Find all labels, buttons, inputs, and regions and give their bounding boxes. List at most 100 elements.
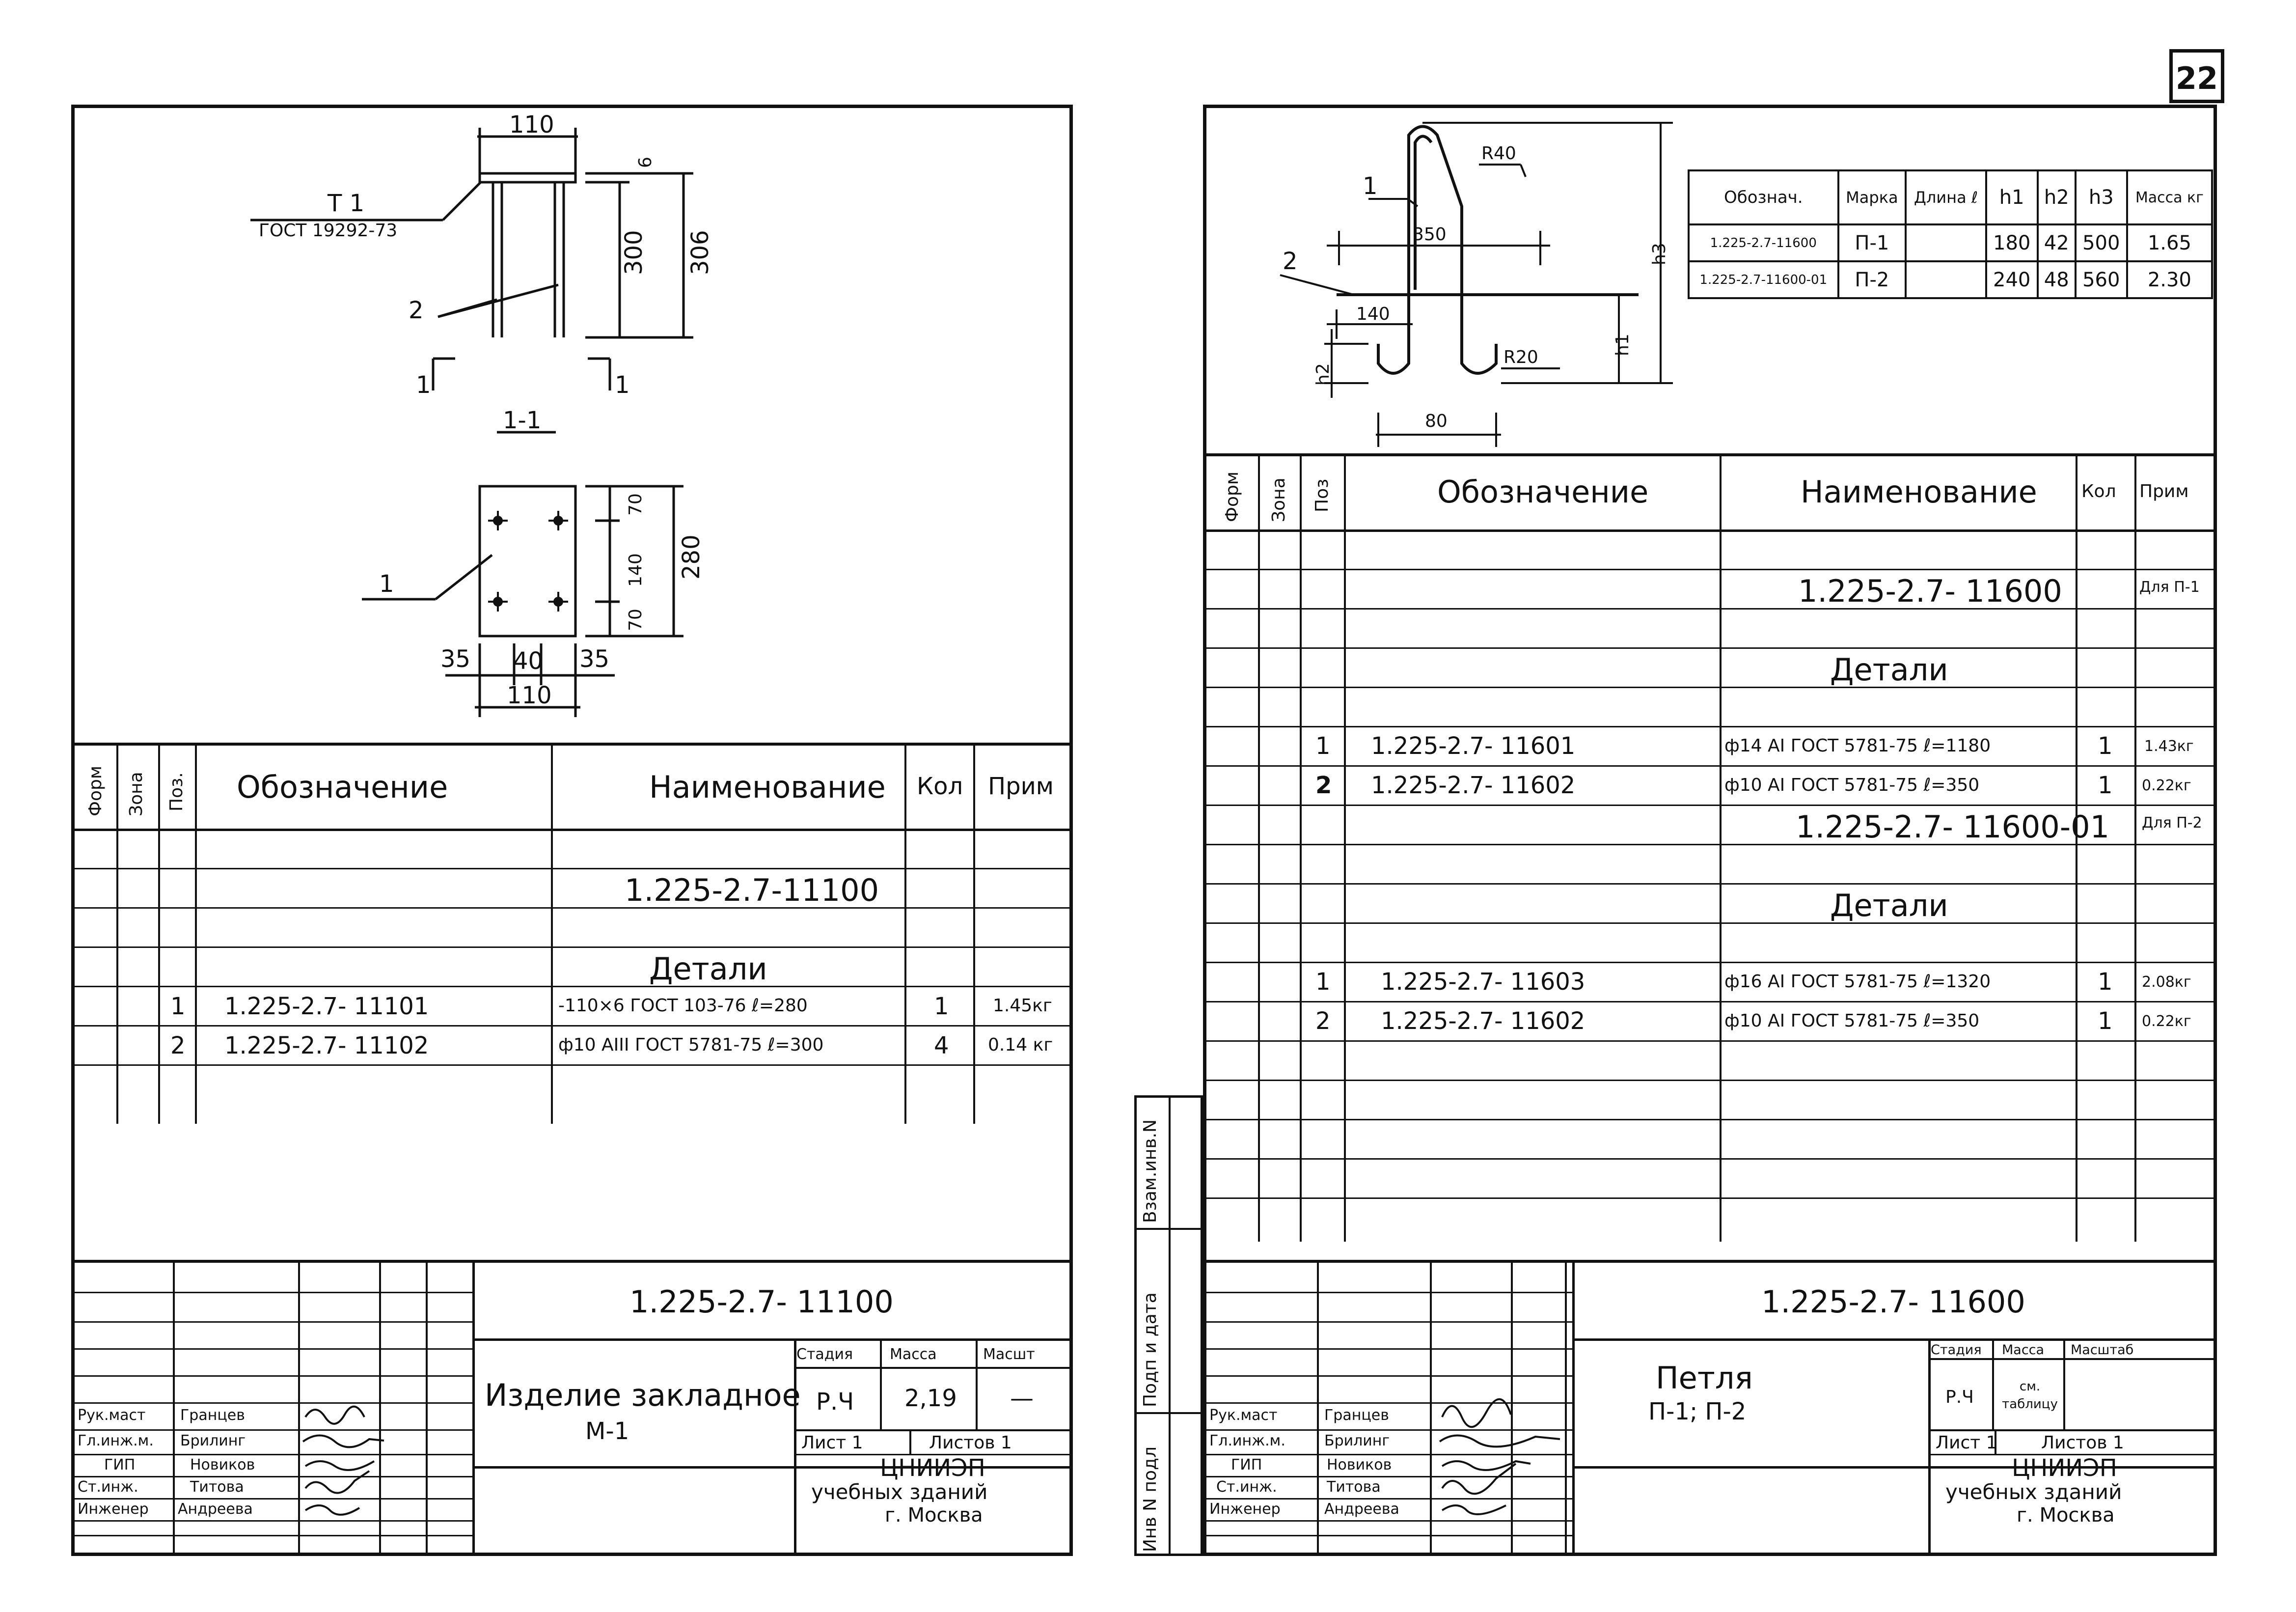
org-line1: ЦНИИЭП — [2012, 1454, 2117, 1482]
param-r2-designation: 1.225-2.7-11600-01 — [1688, 260, 1839, 299]
r2-row-2-designation: 1.225-2.7- 11602 — [1381, 1007, 1585, 1035]
param-header-designation: Обознач. — [1688, 169, 1839, 225]
person-5-role: Инженер — [78, 1501, 149, 1518]
col-format: Форм — [85, 765, 106, 816]
assembly-1: 1.225-2.7- 11600 — [1798, 573, 2062, 609]
sheets-label: Листов 1 — [2041, 1433, 2124, 1453]
mass-value: см. таблицу — [2002, 1379, 2058, 1412]
col-note: Прим — [2139, 481, 2189, 501]
row-1-note: 1.45кг — [993, 996, 1052, 1016]
r1-row-1-note: 1.43кг — [2144, 738, 2194, 755]
dim-110-top: 110 — [509, 111, 554, 139]
r1-row-2-qty: 1 — [2098, 772, 2113, 799]
person-3-role: ГИП — [104, 1456, 136, 1473]
col-name: Наименование — [1801, 474, 2037, 510]
person-3-name: Новиков — [1327, 1456, 1392, 1473]
person-4-name: Титова — [190, 1478, 244, 1496]
dim-306: 306 — [686, 230, 714, 275]
mass-label: Масса — [890, 1346, 937, 1363]
sheet-label: Лист 1 — [801, 1433, 863, 1453]
section-heading: Детали — [649, 951, 767, 987]
dim-h1: h1 — [1613, 334, 1633, 356]
param-r1-h3: 500 — [2074, 223, 2128, 262]
section-heading-2: Детали — [1830, 888, 1948, 923]
param-r1-h1: 180 — [1985, 223, 2039, 262]
page-number-box: 22 — [2169, 49, 2224, 103]
dim-280: 280 — [678, 534, 705, 580]
left-sheet: 110 T 1 ГОСТ 19292-73 6 300 306 2 1 1 1-… — [71, 105, 1073, 1556]
row-2-name: ф10 АIII ГОСТ 5781-75 ℓ=300 — [558, 1035, 824, 1055]
param-r2-h2: 48 — [2036, 260, 2077, 299]
person-1-name: Гранцев — [1324, 1407, 1389, 1424]
dim-40: 40 — [513, 647, 544, 675]
param-header-length: Длина ℓ — [1905, 169, 1987, 225]
dim-350: 350 — [1413, 224, 1447, 245]
doc-number: 1.225-2.7- 11100 — [629, 1284, 894, 1320]
scale-label: Масшт — [983, 1346, 1035, 1363]
stage-label: Стадия — [796, 1346, 853, 1363]
r2-row-2-qty: 1 — [2098, 1007, 2113, 1035]
col-qty: Кол — [2081, 481, 2116, 501]
col-format: Форм — [1222, 471, 1242, 522]
dim-140: 140 — [626, 553, 646, 587]
row-2-pos: 2 — [170, 1032, 186, 1059]
param-r2-mass: 2.30 — [2126, 260, 2214, 299]
param-r2-mark: П-2 — [1837, 260, 1907, 299]
right-drawing: 1 2 R40 350 140 R20 80 h3 h1 h2 Обознач.… — [1206, 108, 2214, 453]
dim-h2: h2 — [1313, 363, 1333, 386]
r1-row-1-qty: 1 — [2098, 732, 2113, 760]
dim-110-bottom: 110 — [507, 682, 552, 709]
param-r2-h1: 240 — [1985, 260, 2039, 299]
param-r2-length — [1905, 260, 1987, 299]
col-designation: Обозначение — [237, 769, 448, 805]
embedded-part-drawing — [250, 128, 693, 717]
person-2-name: Брилинг — [180, 1432, 246, 1449]
dim-35-a: 35 — [440, 645, 471, 673]
weld-mark: T 1 — [328, 190, 365, 217]
sheets-label: Листов 1 — [929, 1433, 1012, 1453]
signatures-right — [1439, 1398, 1560, 1515]
r2-row-2-pos: 2 — [1315, 1007, 1331, 1035]
side-label-replace: Взам.инв.N — [1140, 1119, 1160, 1223]
dim-6: 6 — [635, 157, 656, 168]
person-5-role: Инженер — [1209, 1501, 1281, 1518]
dim-r40: R40 — [1481, 143, 1516, 164]
r1-row-2-designation: 1.225-2.7- 11602 — [1371, 772, 1576, 799]
col-zone: Зона — [126, 772, 146, 816]
param-header-h1: h1 — [1985, 169, 2039, 225]
org-line2: учебных зданий — [1945, 1480, 2122, 1504]
assembly-1-note: Для П-1 — [2139, 579, 2200, 596]
person-1-name: Гранцев — [180, 1407, 245, 1424]
r2-row-1-name: ф16 АI ГОСТ 5781-75 ℓ=1320 — [1724, 972, 1991, 992]
right-sheet: 1 2 R40 350 140 R20 80 h3 h1 h2 Обознач.… — [1203, 105, 2217, 1556]
left-drawing: 110 T 1 ГОСТ 19292-73 6 300 306 2 1 1 1-… — [75, 108, 1069, 743]
org-line1: ЦНИИЭП — [880, 1454, 985, 1482]
doc-subtitle: П-1; П-2 — [1648, 1398, 1747, 1425]
doc-title: Изделие закладное — [485, 1377, 801, 1413]
section-mark-left: 1 — [416, 371, 431, 399]
stage-value: Р.Ч — [1945, 1387, 1974, 1407]
assembly-2: 1.225-2.7- 11600-01 — [1796, 809, 2110, 845]
stage-label: Стадия — [1931, 1342, 1982, 1358]
side-label-inv: Инв N подл — [1140, 1446, 1160, 1552]
param-header-h3: h3 — [2074, 169, 2128, 225]
loop-callout-1: 1 — [1363, 172, 1378, 200]
assembly-number: 1.225-2.7-11100 — [625, 872, 879, 908]
person-4-role: Ст.инж. — [1216, 1478, 1277, 1496]
col-designation: Обозначение — [1437, 474, 1649, 510]
person-2-role: Гл.инж.м. — [78, 1432, 154, 1449]
section-mark-right: 1 — [615, 371, 630, 399]
weld-standard: ГОСТ 19292-73 — [259, 221, 398, 241]
dim-h3: h3 — [1649, 243, 1669, 265]
org-line2: учебных зданий — [811, 1480, 988, 1504]
r1-row-2-pos: 2 — [1315, 772, 1332, 799]
r1-row-1-designation: 1.225-2.7- 11601 — [1371, 732, 1576, 760]
dim-140: 140 — [1356, 304, 1390, 324]
row-1-name: -110×6 ГОСТ 103-76 ℓ=280 — [558, 996, 808, 1016]
row-2-qty: 4 — [934, 1032, 949, 1059]
assembly-2-note: Для П-2 — [2142, 814, 2202, 832]
param-header-mass: Масса кг — [2126, 169, 2214, 225]
left-title-block: 1.225-2.7- 11100 Изделие закладное М-1 С… — [75, 1260, 1069, 1553]
r2-row-1-pos: 1 — [1315, 968, 1331, 996]
side-stamp: Взам.инв.N Подп и дата Инв N подл — [1134, 1095, 1203, 1556]
